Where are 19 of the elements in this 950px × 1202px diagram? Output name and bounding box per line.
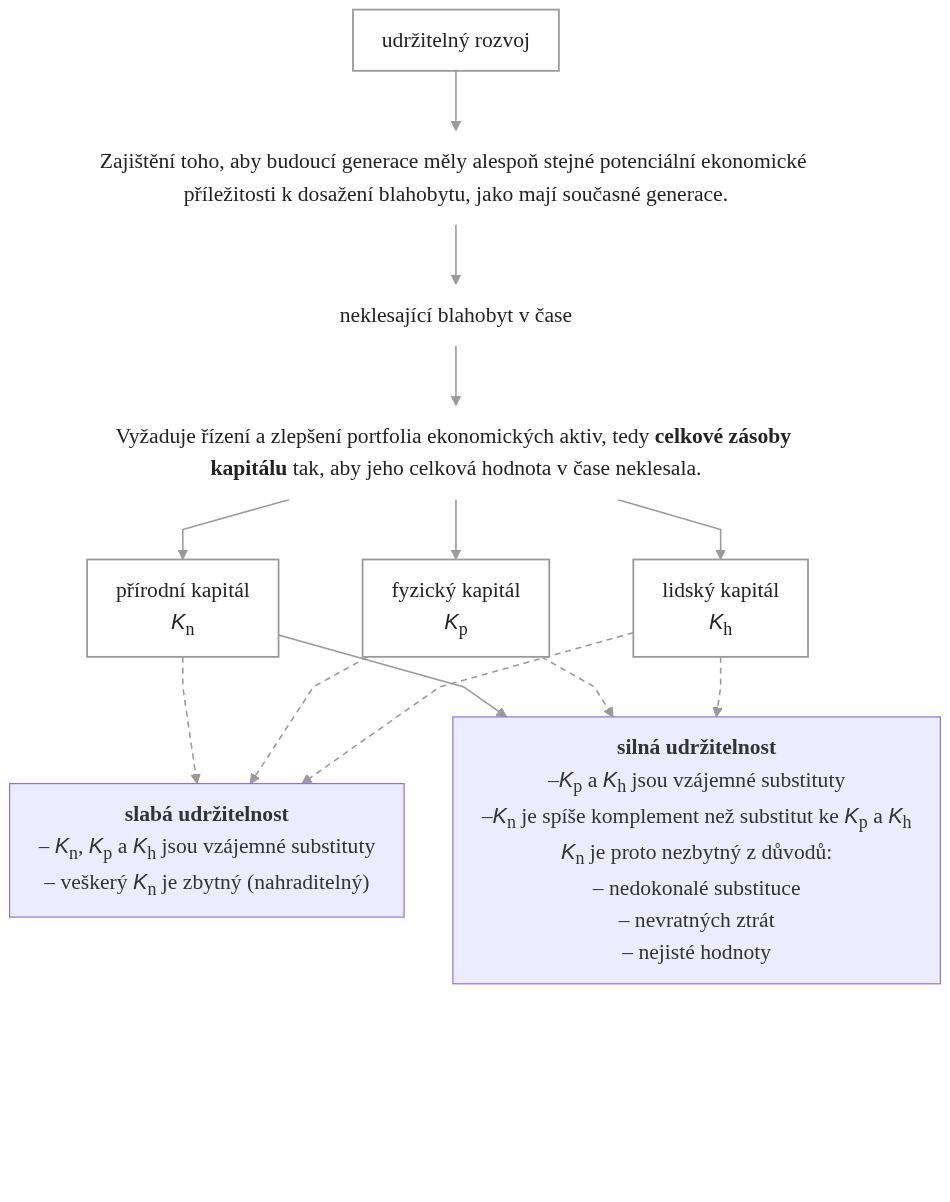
arrow [450,223,462,286]
arrow [712,656,723,718]
arrow [540,656,614,718]
arrow [450,70,462,132]
node-text: neklesající blahobyt v čase [339,302,573,327]
arrow [450,345,462,407]
node-box: slabá udržitelnost – K$_{n}$, K$_{p}$ a K$_{h}$ jsou vzájemné substituty – veškerý K$_{n}$ je zbytný (nahraditelný) [9,783,405,918]
arrow [450,498,462,560]
node-text: Vyžaduje řízení a zlepšení portfolia ekonomických aktiv, tedy celkové zásoby kapitálu tak, aby jeho celková hodnota v čase neklesala. [115,423,792,481]
node-box: silná udržitelnost –K$_{p}$ a K$_{h}$ jsou vzájemné substituty –K$_{n}$ je spíše komplement než substitut ke K$_{p}$ a K$_{h}$ K$_{n}$ je proto nezbytný z důvodů: – nedokonalé substituce – nevratných ztrát – nejisté hodnoty [452,716,941,985]
node-box: fyzický kapitál K$_{p}$ [361,558,551,658]
arrow [249,656,369,785]
arrow [616,498,726,560]
arrow [182,656,201,785]
node-box: udržitelný rozvoj [352,8,560,72]
node-box: lidský kapitál K$_{h}$ [632,558,809,658]
node-text: Zajištění toho, aby budoucí generace měly alespoň stejné potenciální ekonomické příležitosti k dosažení blahobytu, jako mají současné generace. [99,148,807,206]
arrow [177,498,291,560]
node-box: přírodní kapitál K$_{n}$ [86,558,280,658]
